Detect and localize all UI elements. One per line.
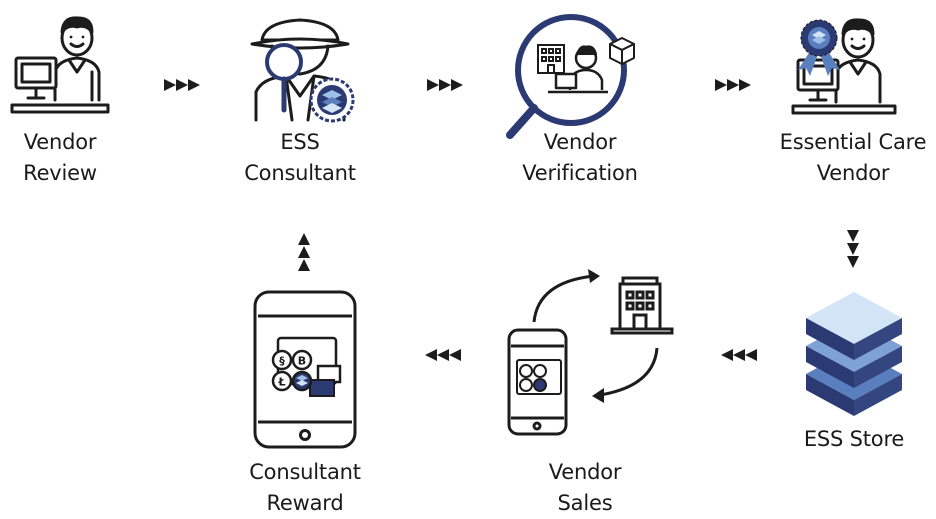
- label-essential-care-vendor-line1: Essential Care: [779, 130, 927, 154]
- coin-symbol-3: Ł: [277, 376, 285, 389]
- label-vendor-review-line2: Review: [23, 161, 97, 185]
- vendor-person-icon: [548, 45, 608, 94]
- verification-magnifier-icon: [506, 14, 627, 139]
- label-consultant-reward: Consultant Reward: [225, 457, 385, 519]
- label-ess-consultant-line2: Consultant: [244, 161, 356, 185]
- arrow-left-1: [721, 349, 757, 361]
- curved-arrow-up-icon: [532, 269, 600, 323]
- ess-store-layers-icon: [806, 292, 902, 416]
- arrow-up: [298, 233, 310, 271]
- label-vendor-verification-line1: Vendor: [543, 130, 617, 154]
- label-vendor-sales-line2: Sales: [557, 491, 613, 515]
- office-building-icon: [610, 276, 674, 335]
- label-vendor-sales-line1: Vendor: [548, 460, 622, 484]
- arrow-right-1: [164, 79, 200, 91]
- label-consultant-reward-line2: Reward: [266, 491, 344, 515]
- arrow-right-3: [715, 79, 751, 91]
- vendor-at-computer-icon: [10, 16, 110, 114]
- award-badge-icon: [798, 19, 840, 76]
- label-ess-consultant: ESS Consultant: [230, 127, 370, 189]
- label-essential-care-vendor: Essential Care Vendor: [770, 127, 936, 189]
- coin-symbol-2: B: [298, 355, 306, 368]
- label-vendor-review: Vendor Review: [0, 127, 120, 189]
- label-vendor-sales: Vendor Sales: [520, 457, 650, 519]
- arrow-right-2: [427, 79, 463, 91]
- ess-badge-icon: [309, 77, 355, 123]
- label-vendor-review-line1: Vendor: [23, 130, 97, 154]
- arrow-left-2: [425, 349, 461, 361]
- curved-arrow-down-icon: [592, 347, 659, 403]
- label-ess-store-line1: ESS Store: [803, 427, 905, 451]
- label-ess-store: ESS Store: [784, 424, 924, 455]
- crypto-coins-icon: § B Ł: [271, 349, 313, 392]
- certified-vendor-icon: [791, 18, 897, 115]
- label-vendor-verification-line2: Verification: [522, 161, 638, 185]
- label-ess-consultant-line1: ESS: [280, 130, 320, 154]
- store-building-icon: [537, 44, 565, 74]
- package-box-icon: [609, 37, 635, 65]
- label-vendor-verification: Vendor Verification: [500, 127, 660, 189]
- label-consultant-reward-line1: Consultant: [249, 460, 361, 484]
- coin-symbol-1: §: [279, 355, 285, 368]
- arrow-down: [847, 230, 859, 268]
- sales-phone-icon: [507, 328, 568, 436]
- label-essential-care-vendor-line2: Vendor: [816, 161, 890, 185]
